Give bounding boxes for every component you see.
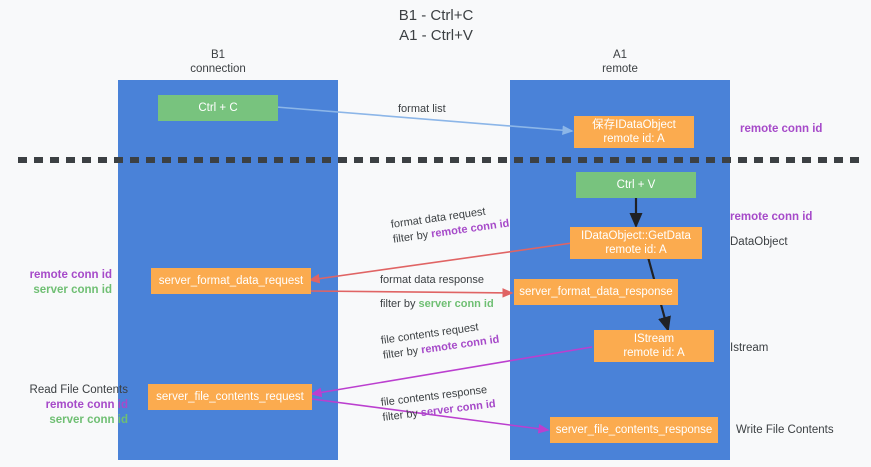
- node-server-format-data-response-label: server_format_data_response: [519, 286, 673, 298]
- filter-by-prefix: filter by: [392, 228, 433, 246]
- label-read-file-contents-stack: Read File Contents remote conn id server…: [0, 383, 128, 428]
- edge-label-file-contents-response: file contents response filter by server …: [380, 382, 497, 426]
- filter-by-prefix: filter by: [381, 407, 422, 424]
- node-istream-line1: IStream: [633, 333, 675, 345]
- node-server-file-contents-request[interactable]: server_file_contents_request: [148, 384, 312, 410]
- node-ctrl-v[interactable]: Ctrl + V: [576, 172, 696, 198]
- label-remote-conn-id-top: remote conn id: [740, 123, 823, 135]
- node-save-idataobject-line1: 保存IDataObject: [592, 119, 676, 131]
- label-read-file-contents: Read File Contents: [29, 384, 128, 396]
- page-title: B1 - Ctrl+C A1 - Ctrl+V: [398, 7, 474, 44]
- edge-label-format-data-response-line2: filter by server conn id: [380, 297, 494, 312]
- label-remote-conn-id: remote conn id: [29, 269, 112, 281]
- label-remote-conn-id: remote conn id: [45, 399, 128, 411]
- label-remote-conn-id-mid: remote conn id: [730, 211, 813, 223]
- node-save-idataobject-line2: remote id: A: [603, 133, 665, 145]
- node-server-file-contents-response-label: server_file_contents_response: [555, 424, 713, 436]
- node-idataobject-getdata[interactable]: IDataObject::GetData remote id: A: [570, 227, 702, 259]
- filter-by-prefix: filter by: [380, 298, 419, 310]
- edge-label-format-data-response: format data response filter by server co…: [380, 273, 494, 312]
- panel-title-b1: B1 connection: [190, 49, 246, 75]
- label-server-conn-id: server conn id: [49, 414, 128, 426]
- node-server-file-contents-request-label: server_file_contents_request: [156, 391, 304, 403]
- label-istream: Istream: [730, 342, 769, 354]
- node-server-format-data-request-label: server_format_data_request: [158, 275, 304, 287]
- node-getdata-line2: remote id: A: [605, 244, 667, 256]
- panel-title-a1: A1 remote: [602, 49, 638, 75]
- label-write-file-contents: Write File Contents: [736, 424, 834, 436]
- node-getdata-line1: IDataObject::GetData: [581, 230, 691, 242]
- filter-by-server-conn-id: server conn id: [418, 298, 494, 310]
- edge-label-format-data-request: format data request filter by remote con…: [390, 202, 510, 248]
- edge-label-format-data-response-line1: format data response: [380, 274, 484, 286]
- node-save-idataobject[interactable]: 保存IDataObject remote id: A: [574, 116, 694, 148]
- node-ctrl-v-label: Ctrl + V: [616, 179, 656, 191]
- node-ctrl-c[interactable]: Ctrl + C: [158, 95, 278, 121]
- edge-label-format-list: format list: [398, 102, 446, 117]
- label-format-conn-id-stack: remote conn id server conn id: [0, 268, 112, 298]
- label-dataobject: DataObject: [730, 236, 788, 248]
- label-server-conn-id: server conn id: [33, 284, 112, 296]
- node-ctrl-c-label: Ctrl + C: [198, 102, 238, 114]
- node-server-format-data-response[interactable]: server_format_data_response: [514, 279, 678, 305]
- node-istream-line2: remote id: A: [623, 347, 685, 359]
- node-server-format-data-request[interactable]: server_format_data_request: [151, 268, 311, 294]
- edge-label-file-contents-request: file contents request filter by remote c…: [380, 318, 500, 364]
- filter-by-prefix: filter by: [382, 344, 423, 362]
- node-server-file-contents-response[interactable]: server_file_contents_response: [550, 417, 718, 443]
- node-istream[interactable]: IStream remote id: A: [594, 330, 714, 362]
- edge-label-format-list-line1: format list: [398, 103, 446, 115]
